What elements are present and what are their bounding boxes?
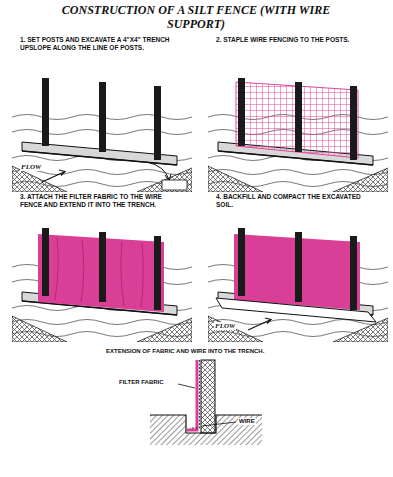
diagram-title: CONSTRUCTION OF A SILT FENCE (WITH WIRE … — [61, 3, 331, 32]
step-instruction: 2. STAPLE WIRE FENCING TO THE POSTS. — [216, 36, 376, 44]
flow-label: FLOW — [20, 163, 42, 171]
part-label: WIRE — [238, 418, 256, 425]
part-label: FILTER FABRIC — [118, 379, 165, 386]
step-instruction: 4. BACKFILL AND COMPACT THE EXCAVATED SO… — [216, 193, 376, 210]
detail-caption: EXTENSION OF FABRIC AND WIRE INTO THE TR… — [105, 348, 347, 355]
step-instruction: 1. SET POSTS AND EXCAVATE A 4"X4" TRENCH… — [20, 36, 180, 53]
flow-label: FLOW — [214, 322, 236, 330]
step-instruction: 3. ATTACH THE FILTER FABRIC TO THE WIRE … — [20, 193, 185, 210]
